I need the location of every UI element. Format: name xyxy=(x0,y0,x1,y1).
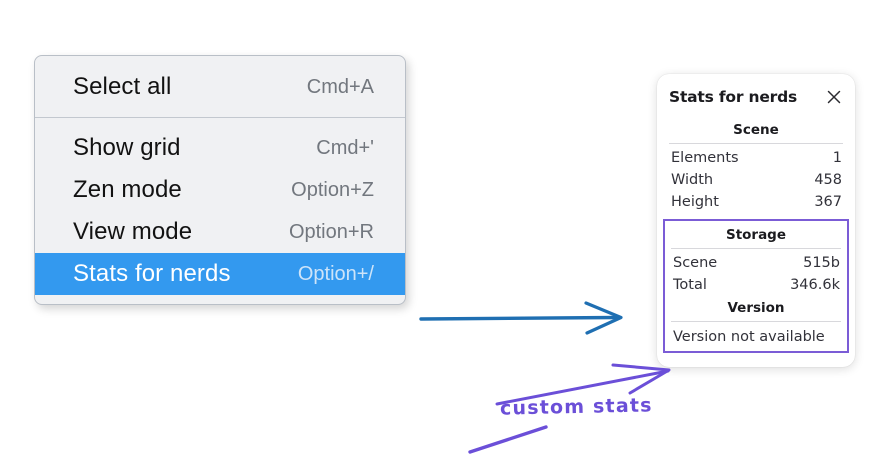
section-storage: Storage Scene 515b Total 346.6k xyxy=(669,223,843,296)
table-row: Height 367 xyxy=(667,191,845,213)
menu-item-label: Zen mode xyxy=(73,176,182,203)
menu-item-label: Stats for nerds xyxy=(73,260,231,287)
menu-item-label: Select all xyxy=(73,73,172,100)
stat-label: Total xyxy=(673,277,707,293)
close-icon[interactable] xyxy=(825,88,843,106)
context-menu[interactable]: Select all Cmd+A Show grid Cmd+' Zen mod… xyxy=(34,55,406,305)
section-heading: Version xyxy=(727,300,785,316)
divider xyxy=(671,248,841,249)
menu-item-shortcut: Option+/ xyxy=(297,262,374,285)
menu-item-shortcut: Cmd+A xyxy=(306,75,374,98)
table-row: Total 346.6k xyxy=(669,274,843,296)
menu-item-label: Show grid xyxy=(73,134,181,161)
menu-item-shortcut: Cmd+' xyxy=(316,136,374,159)
section-scene: Scene Elements 1 Width 458 Height 367 xyxy=(667,120,845,213)
menu-item-view-mode[interactable]: View mode Option+R xyxy=(35,211,405,253)
menu-item-zen-mode[interactable]: Zen mode Option+Z xyxy=(35,169,405,211)
stat-label: Height xyxy=(671,194,719,210)
stat-value: 515b xyxy=(803,255,840,271)
menu-separator xyxy=(35,117,405,118)
section-version: Version Version not available xyxy=(669,296,843,346)
table-row: Elements 1 xyxy=(667,147,845,169)
stat-value: 346.6k xyxy=(790,277,840,293)
divider xyxy=(671,321,841,322)
menu-item-show-grid[interactable]: Show grid Cmd+' xyxy=(35,127,405,169)
stat-value: 458 xyxy=(814,172,842,188)
custom-stats-annotation-label: custom stats xyxy=(499,394,653,420)
custom-stats-highlight-box: Storage Scene 515b Total 346.6k Version … xyxy=(663,219,849,353)
menu-group-selection: Select all Cmd+A xyxy=(35,56,405,117)
menu-item-label: View mode xyxy=(73,218,193,245)
table-row: Scene 515b xyxy=(669,252,843,274)
menu-group-view: Show grid Cmd+' Zen mode Option+Z View m… xyxy=(35,118,405,304)
table-row: Width 458 xyxy=(667,169,845,191)
section-heading: Storage xyxy=(725,227,787,243)
divider xyxy=(669,143,843,144)
blue-arrow-icon xyxy=(419,301,623,335)
menu-item-stats-for-nerds[interactable]: Stats for nerds Option+/ xyxy=(35,253,405,295)
stat-value: 1 xyxy=(832,150,842,166)
purple-underline-stroke xyxy=(468,425,548,454)
stat-label: Width xyxy=(671,172,714,188)
panel-header: Stats for nerds xyxy=(667,86,845,106)
stat-label: Elements xyxy=(671,150,739,166)
menu-item-select-all[interactable]: Select all Cmd+A xyxy=(35,66,405,108)
stat-label: Scene xyxy=(673,255,718,271)
stat-value: 367 xyxy=(814,194,842,210)
stats-for-nerds-panel[interactable]: Stats for nerds Scene Elements 1 Width 4… xyxy=(657,74,855,367)
menu-item-shortcut: Option+R xyxy=(288,220,374,243)
version-text: Version not available xyxy=(673,329,825,345)
menu-item-shortcut: Option+Z xyxy=(291,178,374,201)
page-title: Stats for nerds xyxy=(669,88,798,106)
section-heading: Scene xyxy=(733,122,779,138)
